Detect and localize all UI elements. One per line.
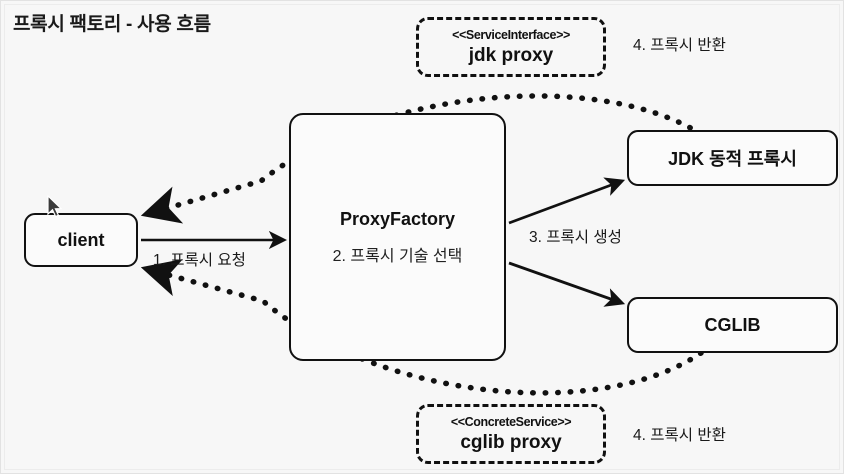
node-client[interactable]: client [24, 213, 138, 267]
cglib-proxy-name-label: cglib proxy [460, 431, 562, 453]
node-proxy-factory-label: ProxyFactory [339, 208, 456, 229]
node-jdk-dynamic-proxy[interactable]: JDK 동적 프록시 [627, 130, 838, 186]
node-proxy-factory[interactable]: ProxyFactory 2. 프록시 기술 선택 [289, 113, 506, 361]
node-client-label: client [57, 229, 105, 250]
node-jdk-proxy-stereotype[interactable]: <<ServiceInterface>> jdk proxy [416, 17, 606, 77]
cglib-proxy-stereotype-label: <<ConcreteService>> [450, 414, 572, 429]
node-cglib[interactable]: CGLIB [627, 297, 838, 353]
edge-label-step3: 3. 프록시 생성 [529, 229, 622, 246]
jdk-proxy-stereotype-label: <<ServiceInterface>> [452, 27, 570, 42]
edge-factory-to-jdk [508, 177, 626, 225]
jdk-proxy-name-label: jdk proxy [468, 44, 554, 66]
node-proxy-factory-sublabel: 2. 프록시 기술 선택 [332, 247, 463, 265]
node-cglib-proxy-stereotype[interactable]: <<ConcreteService>> cglib proxy [416, 404, 606, 464]
page-title: 프록시 팩토리 - 사용 흐름 [13, 14, 211, 35]
edge-label-step4-bottom: 4. 프록시 반환 [633, 427, 726, 444]
mouse-pointer-icon [47, 195, 63, 218]
edge-label-step1: 1. 프록시 요청 [153, 252, 246, 269]
edge-label-step4-top: 4. 프록시 반환 [633, 37, 726, 54]
edge-factory-to-cglib [508, 261, 626, 307]
node-cglib-label: CGLIB [704, 314, 761, 335]
node-jdk-dynamic-proxy-label: JDK 동적 프록시 [668, 149, 797, 169]
